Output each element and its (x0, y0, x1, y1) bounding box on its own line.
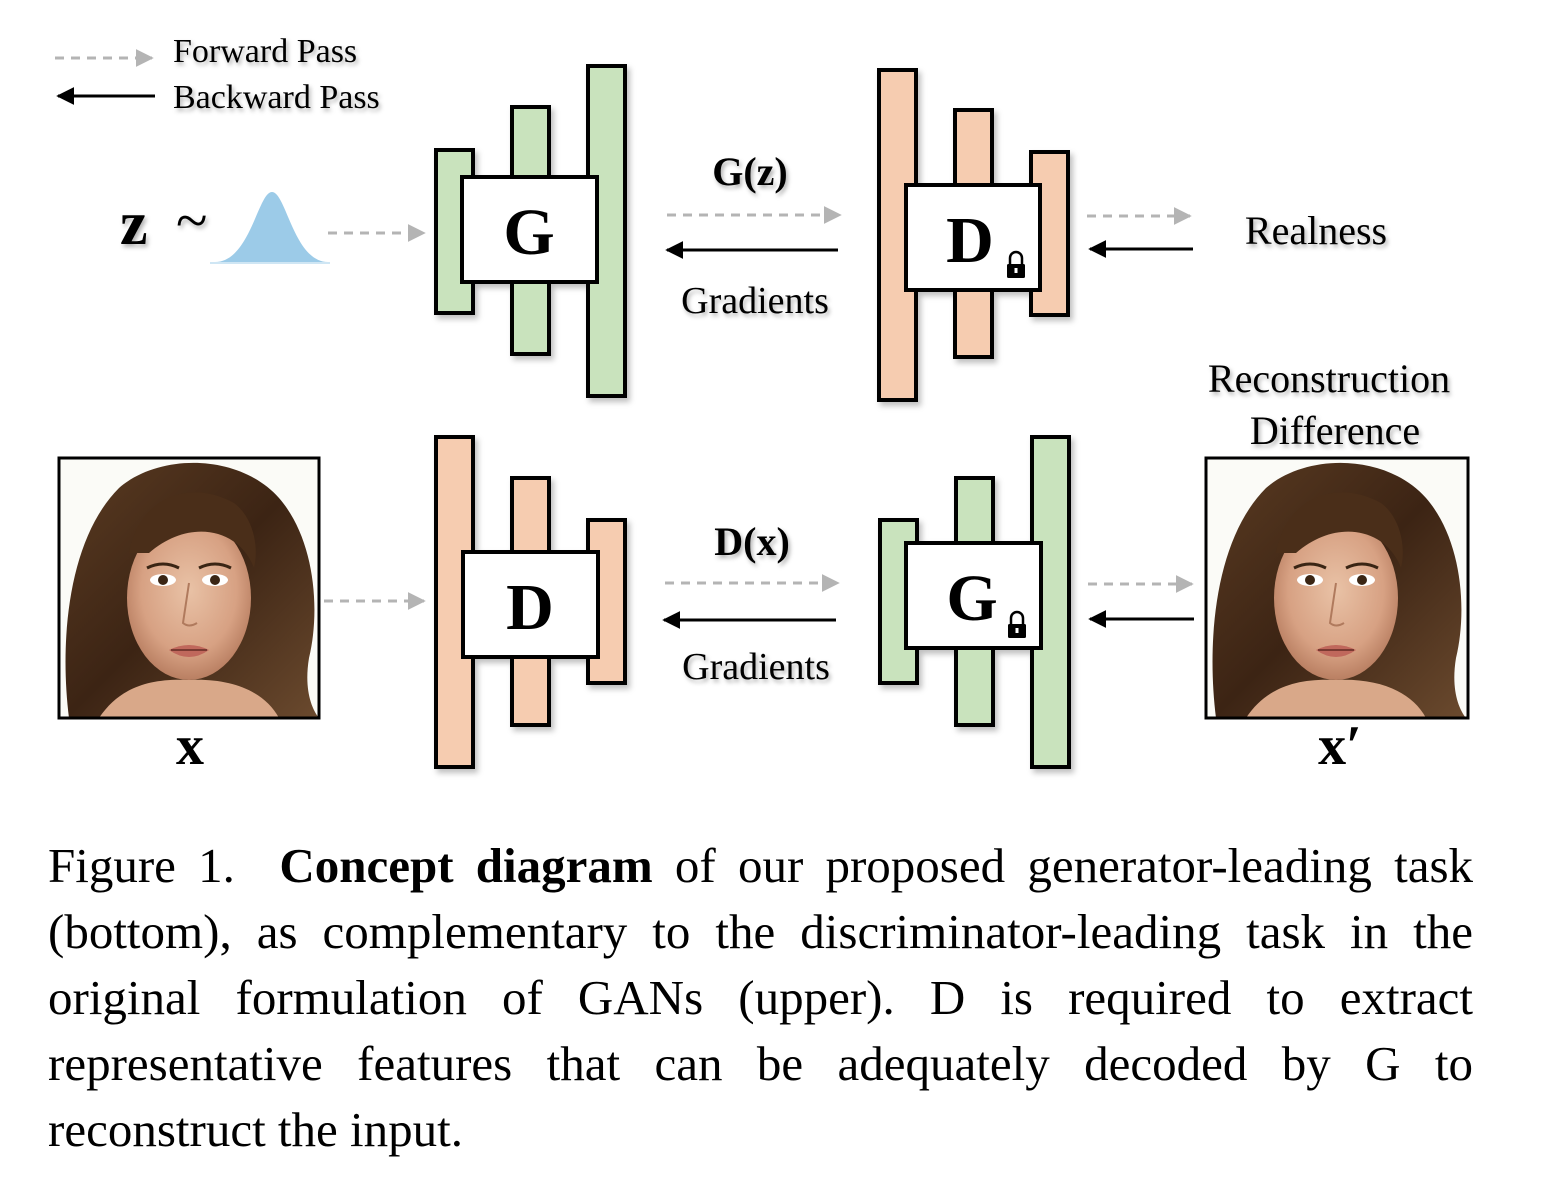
input-x-label: x (176, 715, 204, 777)
dx-label: D(x) (714, 519, 790, 564)
reconstruction-difference-label-line1: Reconstruction (1208, 356, 1450, 401)
discriminator-label-top: D (946, 204, 994, 277)
input-face-photo (57, 456, 321, 720)
bottom-row: Reconstruction Difference x D D(x) Gradi… (57, 356, 1470, 777)
gradients-label-bottom: Gradients (682, 646, 830, 688)
legend-backward-label: Backward Pass (173, 79, 380, 116)
reconstructed-face-photo (1204, 456, 1470, 720)
discriminator-label-bottom: D (506, 571, 554, 644)
generator-network-bottom (878, 435, 1071, 769)
legend-forward-label: Forward Pass (173, 33, 357, 70)
caption-prefix: Figure 1. (48, 838, 235, 893)
generator-network-top (434, 64, 627, 398)
caption-bold: Concept diagram (279, 838, 653, 893)
top-row: z ~ G G(z) Gradients D Realness (120, 64, 1387, 402)
reconstruction-difference-label-line2: Difference (1250, 408, 1420, 453)
gz-label: G(z) (712, 149, 788, 194)
latent-z-label: z (120, 190, 148, 258)
generator-label-top: G (503, 196, 554, 269)
concept-diagram: Forward Pass Backward Pass z ~ G G(z) Gr… (55, 33, 1470, 777)
discriminator-network-bottom (434, 435, 627, 769)
caption-text: of our proposed generator-leading task (… (48, 838, 1474, 1157)
reconstruction-xprime-label: x′ (1318, 715, 1362, 777)
figure-caption: Figure 1. Concept diagram of our propose… (48, 833, 1473, 1163)
gradients-label-top: Gradients (681, 280, 829, 322)
legend: Forward Pass Backward Pass (55, 33, 380, 116)
generator-label-bottom: G (946, 562, 997, 635)
gaussian-curve-icon (210, 192, 330, 264)
tilde-symbol: ~ (176, 188, 207, 253)
realness-label: Realness (1245, 208, 1387, 253)
